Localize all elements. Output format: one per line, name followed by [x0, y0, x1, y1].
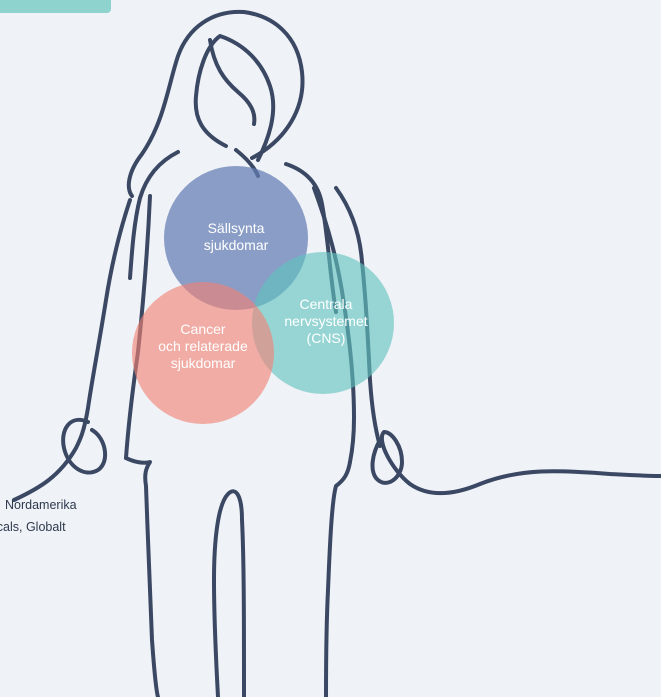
hair-outline — [126, 9, 305, 198]
hips-left — [124, 456, 160, 697]
side-caption: Nordamerika icals, Globalt — [0, 494, 77, 538]
cancer-circle — [132, 282, 274, 424]
cns-label: Centrala nervsystemet (CNS) — [258, 296, 394, 347]
inner-leg — [212, 489, 246, 697]
side-caption-line-2: icals, Globalt — [0, 520, 66, 534]
cancer-text: Cancer och relaterade sjukdomar — [158, 321, 248, 371]
face-outline — [193, 34, 276, 162]
left-shoulder — [128, 150, 180, 280]
right-hand-loop — [370, 430, 661, 496]
side-caption-line-1: Nordamerika — [5, 498, 77, 512]
rare-diseases-label: Sällsynta sjukdomar — [172, 220, 300, 254]
cns-text: Centrala nervsystemet (CNS) — [284, 296, 368, 346]
hips-right — [324, 460, 352, 697]
accent-tab — [0, 0, 111, 13]
hair-strand — [208, 38, 257, 126]
left-hand-loop — [61, 418, 108, 475]
cancer-label: Cancer och relaterade sjukdomar — [128, 321, 278, 372]
rare-diseases-text: Sällsynta sjukdomar — [203, 220, 269, 253]
cns-circle — [252, 252, 394, 394]
left-arm — [12, 198, 132, 502]
